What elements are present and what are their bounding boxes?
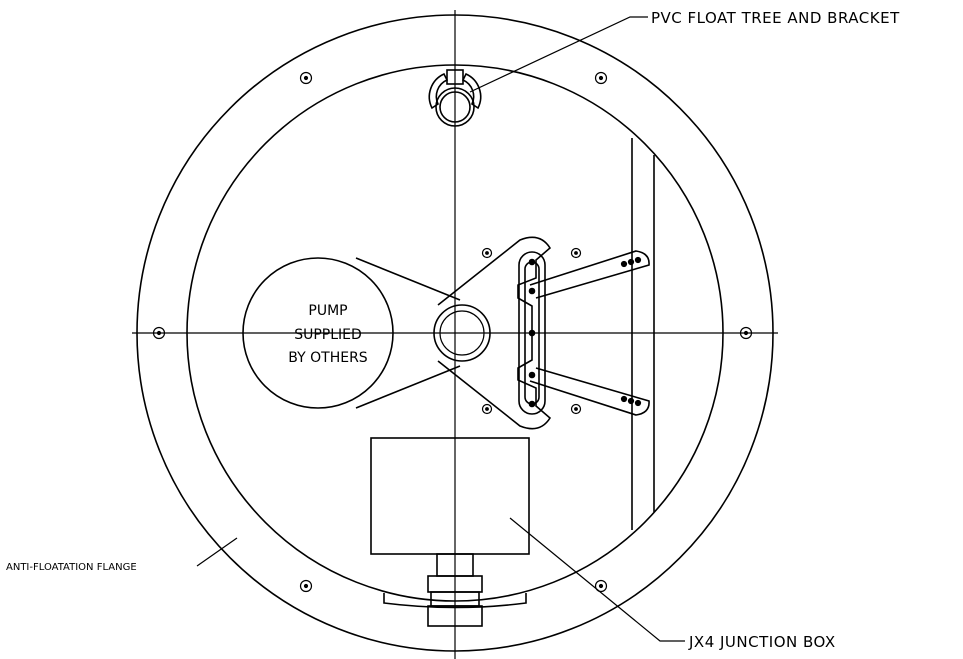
discharge-pipe-circle: [433, 304, 491, 362]
pump-label-line3: BY OTHERS: [288, 350, 368, 366]
flange-bolts: [152, 71, 753, 593]
bolt-icon: [570, 247, 582, 259]
bolt-icon: [299, 579, 313, 593]
pvc-float-tree-bracket: [428, 69, 482, 127]
upper-float-arm: [528, 250, 650, 299]
bolt-icon: [299, 71, 313, 85]
guide-rail-channel: [631, 138, 655, 530]
junction-box: [370, 437, 530, 555]
bolt-icon: [594, 71, 608, 85]
float-tree-label: PVC FLOAT TREE AND BRACKET: [651, 9, 900, 27]
plate-mounting-bolts: [481, 247, 582, 415]
pump-label-line1: PUMP: [308, 303, 347, 319]
flange-label: ANTI-FLOATATION FLANGE: [6, 562, 137, 573]
junction-box-label: JX4 JUNCTION BOX: [688, 633, 836, 651]
bolt-icon: [570, 403, 582, 415]
flange-leader: [196, 537, 238, 567]
lower-float-arm: [528, 367, 650, 416]
pump-circle: [242, 257, 394, 409]
float-bracket-rail: [518, 251, 546, 415]
float-tree-leader: [469, 16, 648, 93]
bolt-icon: [739, 326, 753, 340]
bolt-icon: [152, 326, 166, 340]
pump-label-line2: SUPPLIED: [294, 327, 362, 343]
discharge-pipe-inner: [439, 310, 485, 356]
junction-box-leader: [509, 517, 685, 642]
bolt-icon: [481, 403, 493, 415]
bolt-icon: [481, 247, 493, 259]
junction-box-conduit: [383, 553, 527, 627]
leader-lines: [196, 16, 685, 642]
bolt-icon: [594, 579, 608, 593]
